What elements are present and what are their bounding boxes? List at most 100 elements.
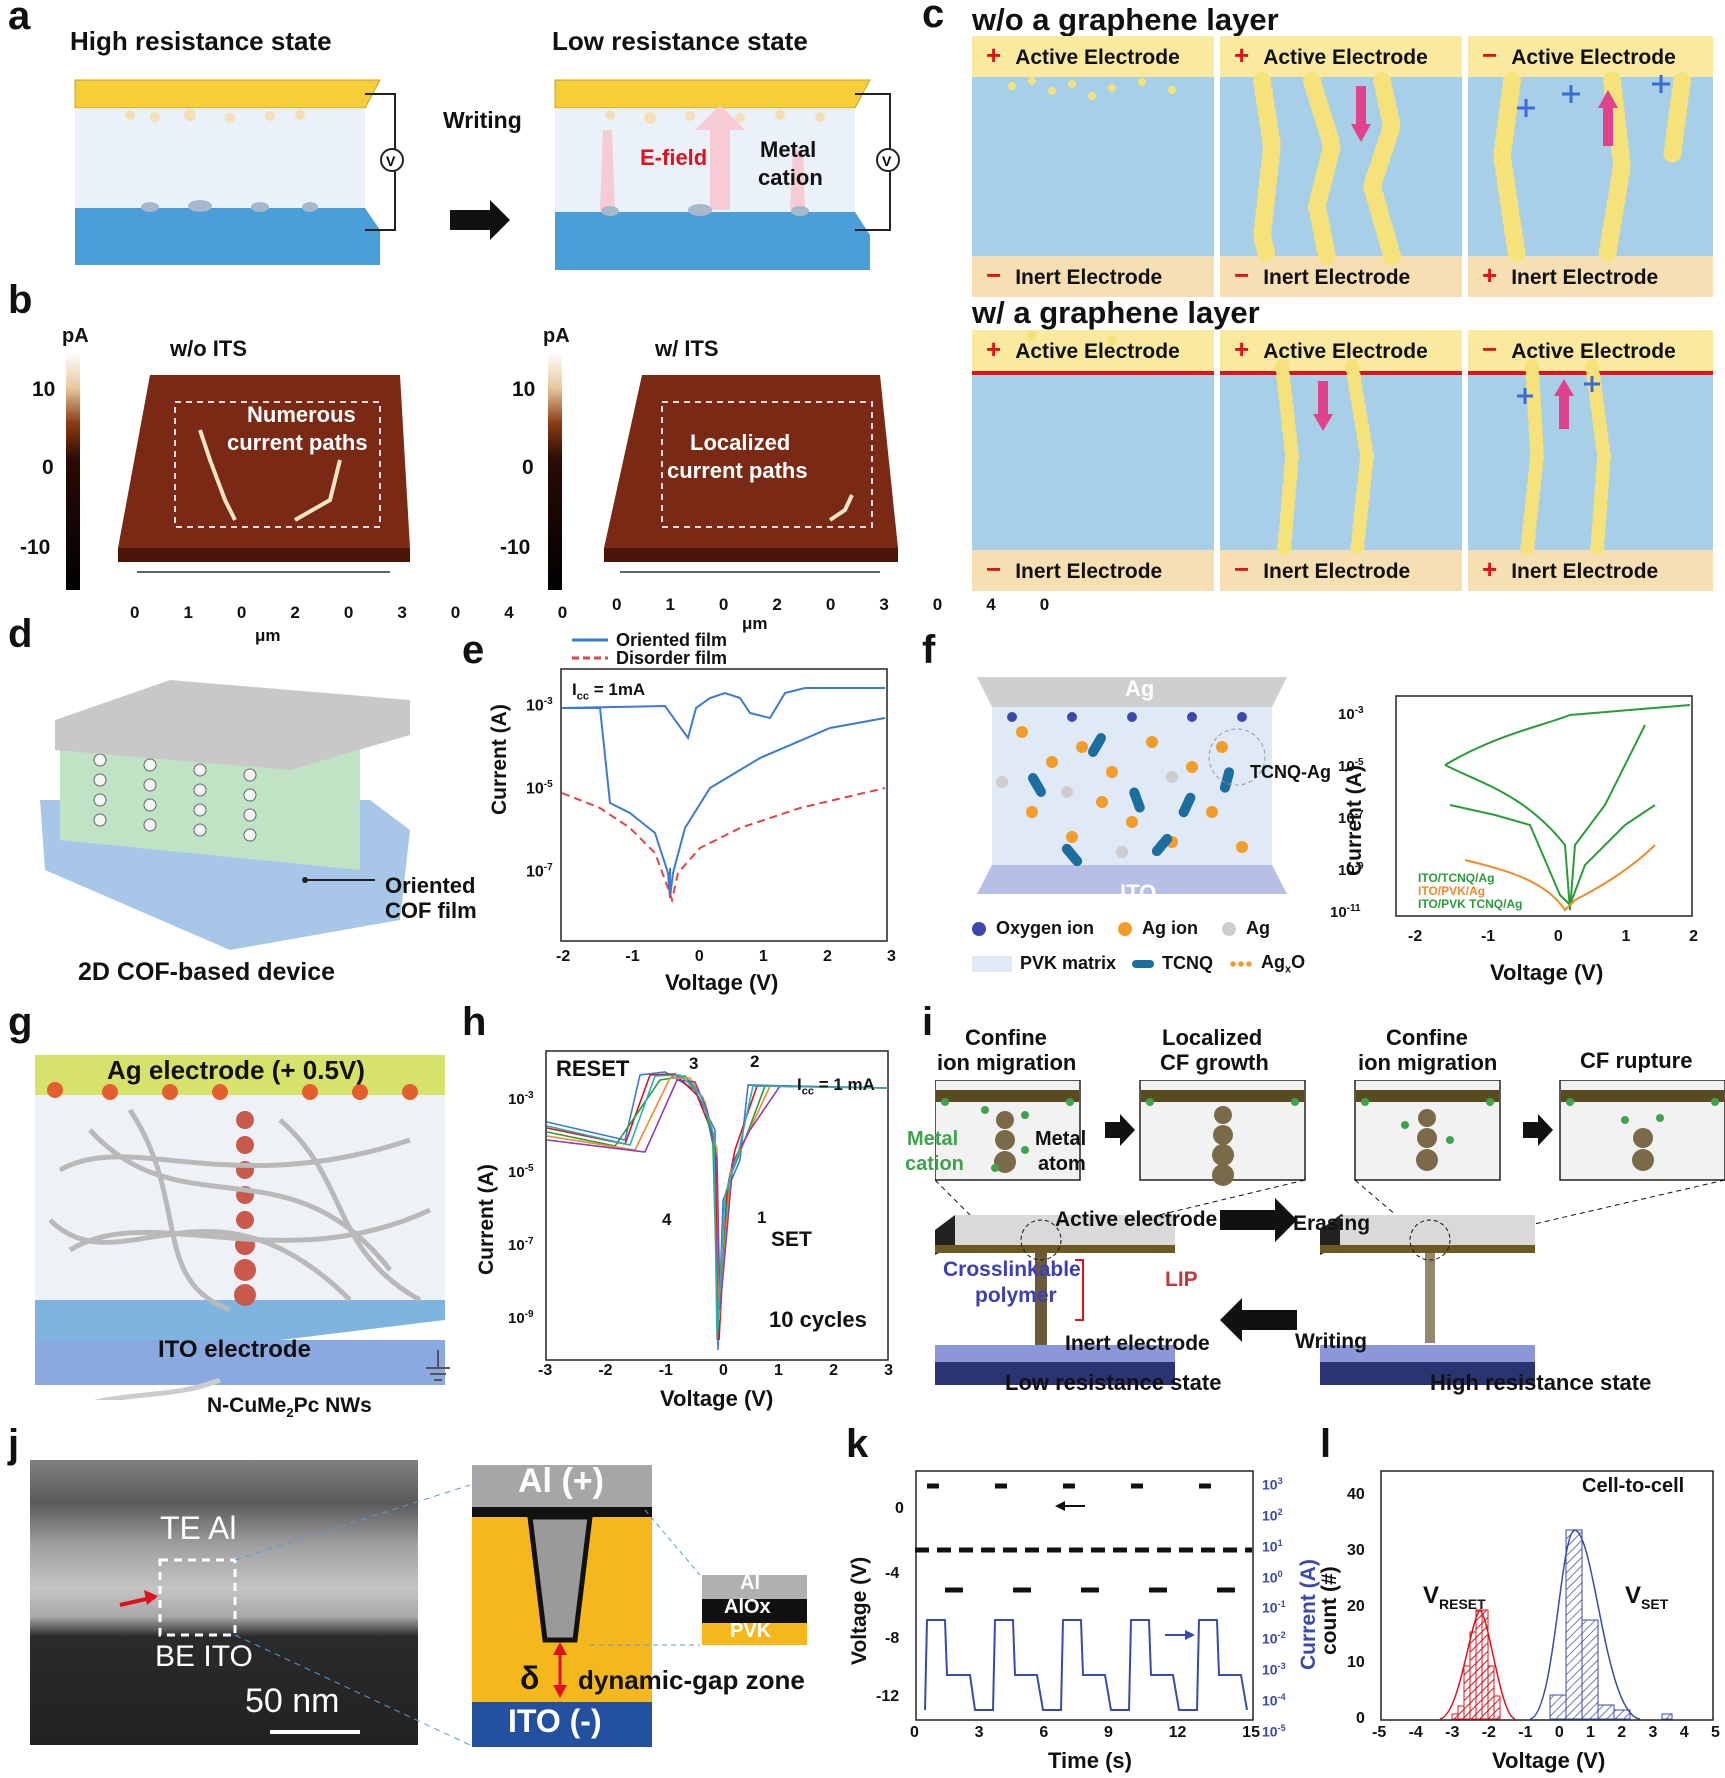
- b-left-title: w/o ITS: [170, 336, 247, 361]
- e-ylabel: Current (A): [488, 704, 511, 815]
- c-sign: −: [1482, 40, 1498, 70]
- e-ytick: 10-7: [526, 862, 553, 881]
- h-ytick-exp: -9: [524, 1309, 534, 1320]
- f-xtick: 1: [1621, 928, 1631, 945]
- h-step-4: 4: [662, 1210, 672, 1229]
- l-vreset-v: V: [1423, 1582, 1440, 1609]
- k-ytick-exp: 1: [1277, 1537, 1283, 1548]
- k-ytick-base: 10: [1262, 1538, 1278, 1555]
- k-ytick-exp: -1: [1277, 1599, 1286, 1610]
- k-ytick-exp: -5: [1277, 1722, 1286, 1733]
- h-set-label: SET: [771, 1228, 812, 1251]
- h-xtick: -2: [598, 1362, 613, 1379]
- h-ytick-base: 10: [508, 1237, 525, 1254]
- f-series-tcnq: ITO/TCNQ/Ag: [1418, 871, 1495, 885]
- e-icc-val: = 1mA: [588, 680, 646, 699]
- f-legend-row-1: Oxygen ion Ag ion Ag: [972, 918, 1270, 939]
- l-xlabel: Voltage (V): [1492, 1748, 1606, 1773]
- l-ytick: 0: [1356, 1710, 1365, 1727]
- b-xticks-right: 010203040: [612, 595, 1049, 615]
- f-legend-agxo: AgxO: [1261, 952, 1305, 976]
- f-series-legend: ITO/TCNQ/Ag ITO/PVK/Ag ITO/PVK TCNQ/Ag: [1418, 872, 1522, 911]
- i-ion-migration-1: ion migration: [937, 1050, 1077, 1075]
- k-ytick-base: 10: [1262, 1476, 1278, 1493]
- e-xtick: 2: [822, 948, 832, 965]
- k-yright-tick: 10-4: [1262, 1684, 1286, 1715]
- panel-label-h: h: [462, 1000, 487, 1044]
- l-ytick: 10: [1347, 1654, 1365, 1671]
- c-active-electrode: + Active Electrode: [972, 36, 1214, 77]
- i-cf-rupture: CF rupture: [1580, 1048, 1693, 1073]
- c-sign: −: [986, 554, 1002, 584]
- k-yright-tick: 101: [1262, 1530, 1286, 1561]
- c-inert-label: Inert Electrode: [1015, 560, 1163, 583]
- f-series-pvk: ITO/PVK/Ag: [1418, 884, 1486, 898]
- l-vreset: VRESET: [1423, 1582, 1486, 1612]
- i-confine-1: Confine: [965, 1025, 1047, 1050]
- f-agxo-ag: Ag: [1261, 952, 1286, 972]
- k-yleft-tick: -12: [876, 1688, 900, 1705]
- h-xtick: 2: [829, 1362, 838, 1379]
- b-xtick: 20: [772, 595, 880, 614]
- efield-label: E-field: [640, 145, 708, 170]
- k-xtick: 9: [1103, 1724, 1113, 1741]
- h-ytick-base: 10: [508, 1091, 525, 1108]
- c-active-label: Active Electrode: [1015, 46, 1180, 69]
- c-inert-electrode: +Inert Electrode: [1468, 550, 1713, 591]
- c-inert-electrode: −Inert Electrode: [1220, 256, 1462, 297]
- c-sign: +: [986, 40, 1002, 70]
- l-ylabel: count (#): [1318, 1566, 1341, 1655]
- i-mechanism-diagram: [935, 1080, 1725, 1385]
- f-top-label: Ag: [1125, 676, 1155, 701]
- f-ytick-exp: -3: [1354, 705, 1364, 716]
- f-ytick-exp: -7: [1354, 809, 1364, 820]
- e-xtick: 1: [758, 948, 768, 965]
- j-gap-label: dynamic-gap zone: [578, 1665, 805, 1695]
- h-icc-sub: cc: [801, 1085, 814, 1098]
- writing-label: Writing: [443, 107, 522, 133]
- l-ytick: 30: [1347, 1542, 1365, 1559]
- pvk-swatch: [972, 955, 1012, 972]
- e-icc: Icc = 1mA: [572, 680, 645, 702]
- g-legend-b: Pc NWs: [293, 1394, 372, 1417]
- i-lrs: Low resistance state: [1005, 1370, 1222, 1395]
- k-xtick: 6: [1039, 1724, 1049, 1741]
- j-scale-label: 50 nm: [245, 1682, 340, 1720]
- h-ylabel: Current (A): [475, 1164, 498, 1275]
- k-yright-tick: 10-2: [1262, 1622, 1286, 1653]
- c-sign: +: [1482, 260, 1498, 290]
- h-xlabel: Voltage (V): [660, 1386, 774, 1411]
- i-poly-2: polymer: [975, 1284, 1057, 1307]
- k-ylabel-left: Voltage (V): [848, 1556, 871, 1665]
- f-iv-plot: [1395, 695, 1693, 917]
- c-sign: +: [1234, 334, 1250, 364]
- k-ytick-exp: -4: [1277, 1692, 1286, 1703]
- h-icc-val: = 1 mA: [813, 1075, 875, 1094]
- h-ytick: 10-5: [508, 1163, 534, 1181]
- f-legend-oxygen: Oxygen ion: [996, 918, 1095, 938]
- i-localized: Localized: [1162, 1025, 1263, 1050]
- c-active-label: Active Electrode: [1263, 46, 1428, 69]
- panel-label-a: a: [8, 0, 31, 38]
- e-xlabel: Voltage (V): [665, 970, 779, 995]
- c-inert-electrode: −Inert Electrode: [1220, 550, 1462, 591]
- c-sign: −: [1482, 334, 1498, 364]
- h-xtick: 3: [884, 1362, 893, 1379]
- c-active-electrode: +Active Electrode: [1220, 36, 1462, 77]
- f-legend-ag: Ag: [1246, 918, 1271, 938]
- i-erasing: Erasing: [1293, 1212, 1371, 1235]
- c-active-electrode: −Active Electrode: [1468, 36, 1713, 77]
- e-legend-oriented: Oriented film: [616, 630, 728, 650]
- h-ytick: 10-7: [508, 1236, 534, 1254]
- e-ytick-base: 10: [526, 780, 544, 798]
- l-vreset-sub: RESET: [1439, 1595, 1486, 1612]
- j-te-label: TE Al: [160, 1510, 237, 1546]
- j-tem-overlay: [119, 1465, 807, 1747]
- k-yleft-tick: -8: [885, 1630, 900, 1647]
- b-left-note-2: current paths: [227, 430, 368, 455]
- b-tick-0-l: 0: [42, 456, 54, 479]
- f-legend-pvk: PVK matrix: [1020, 953, 1117, 974]
- panel-label-c: c: [922, 0, 945, 36]
- k-ytick-exp: -2: [1277, 1630, 1286, 1641]
